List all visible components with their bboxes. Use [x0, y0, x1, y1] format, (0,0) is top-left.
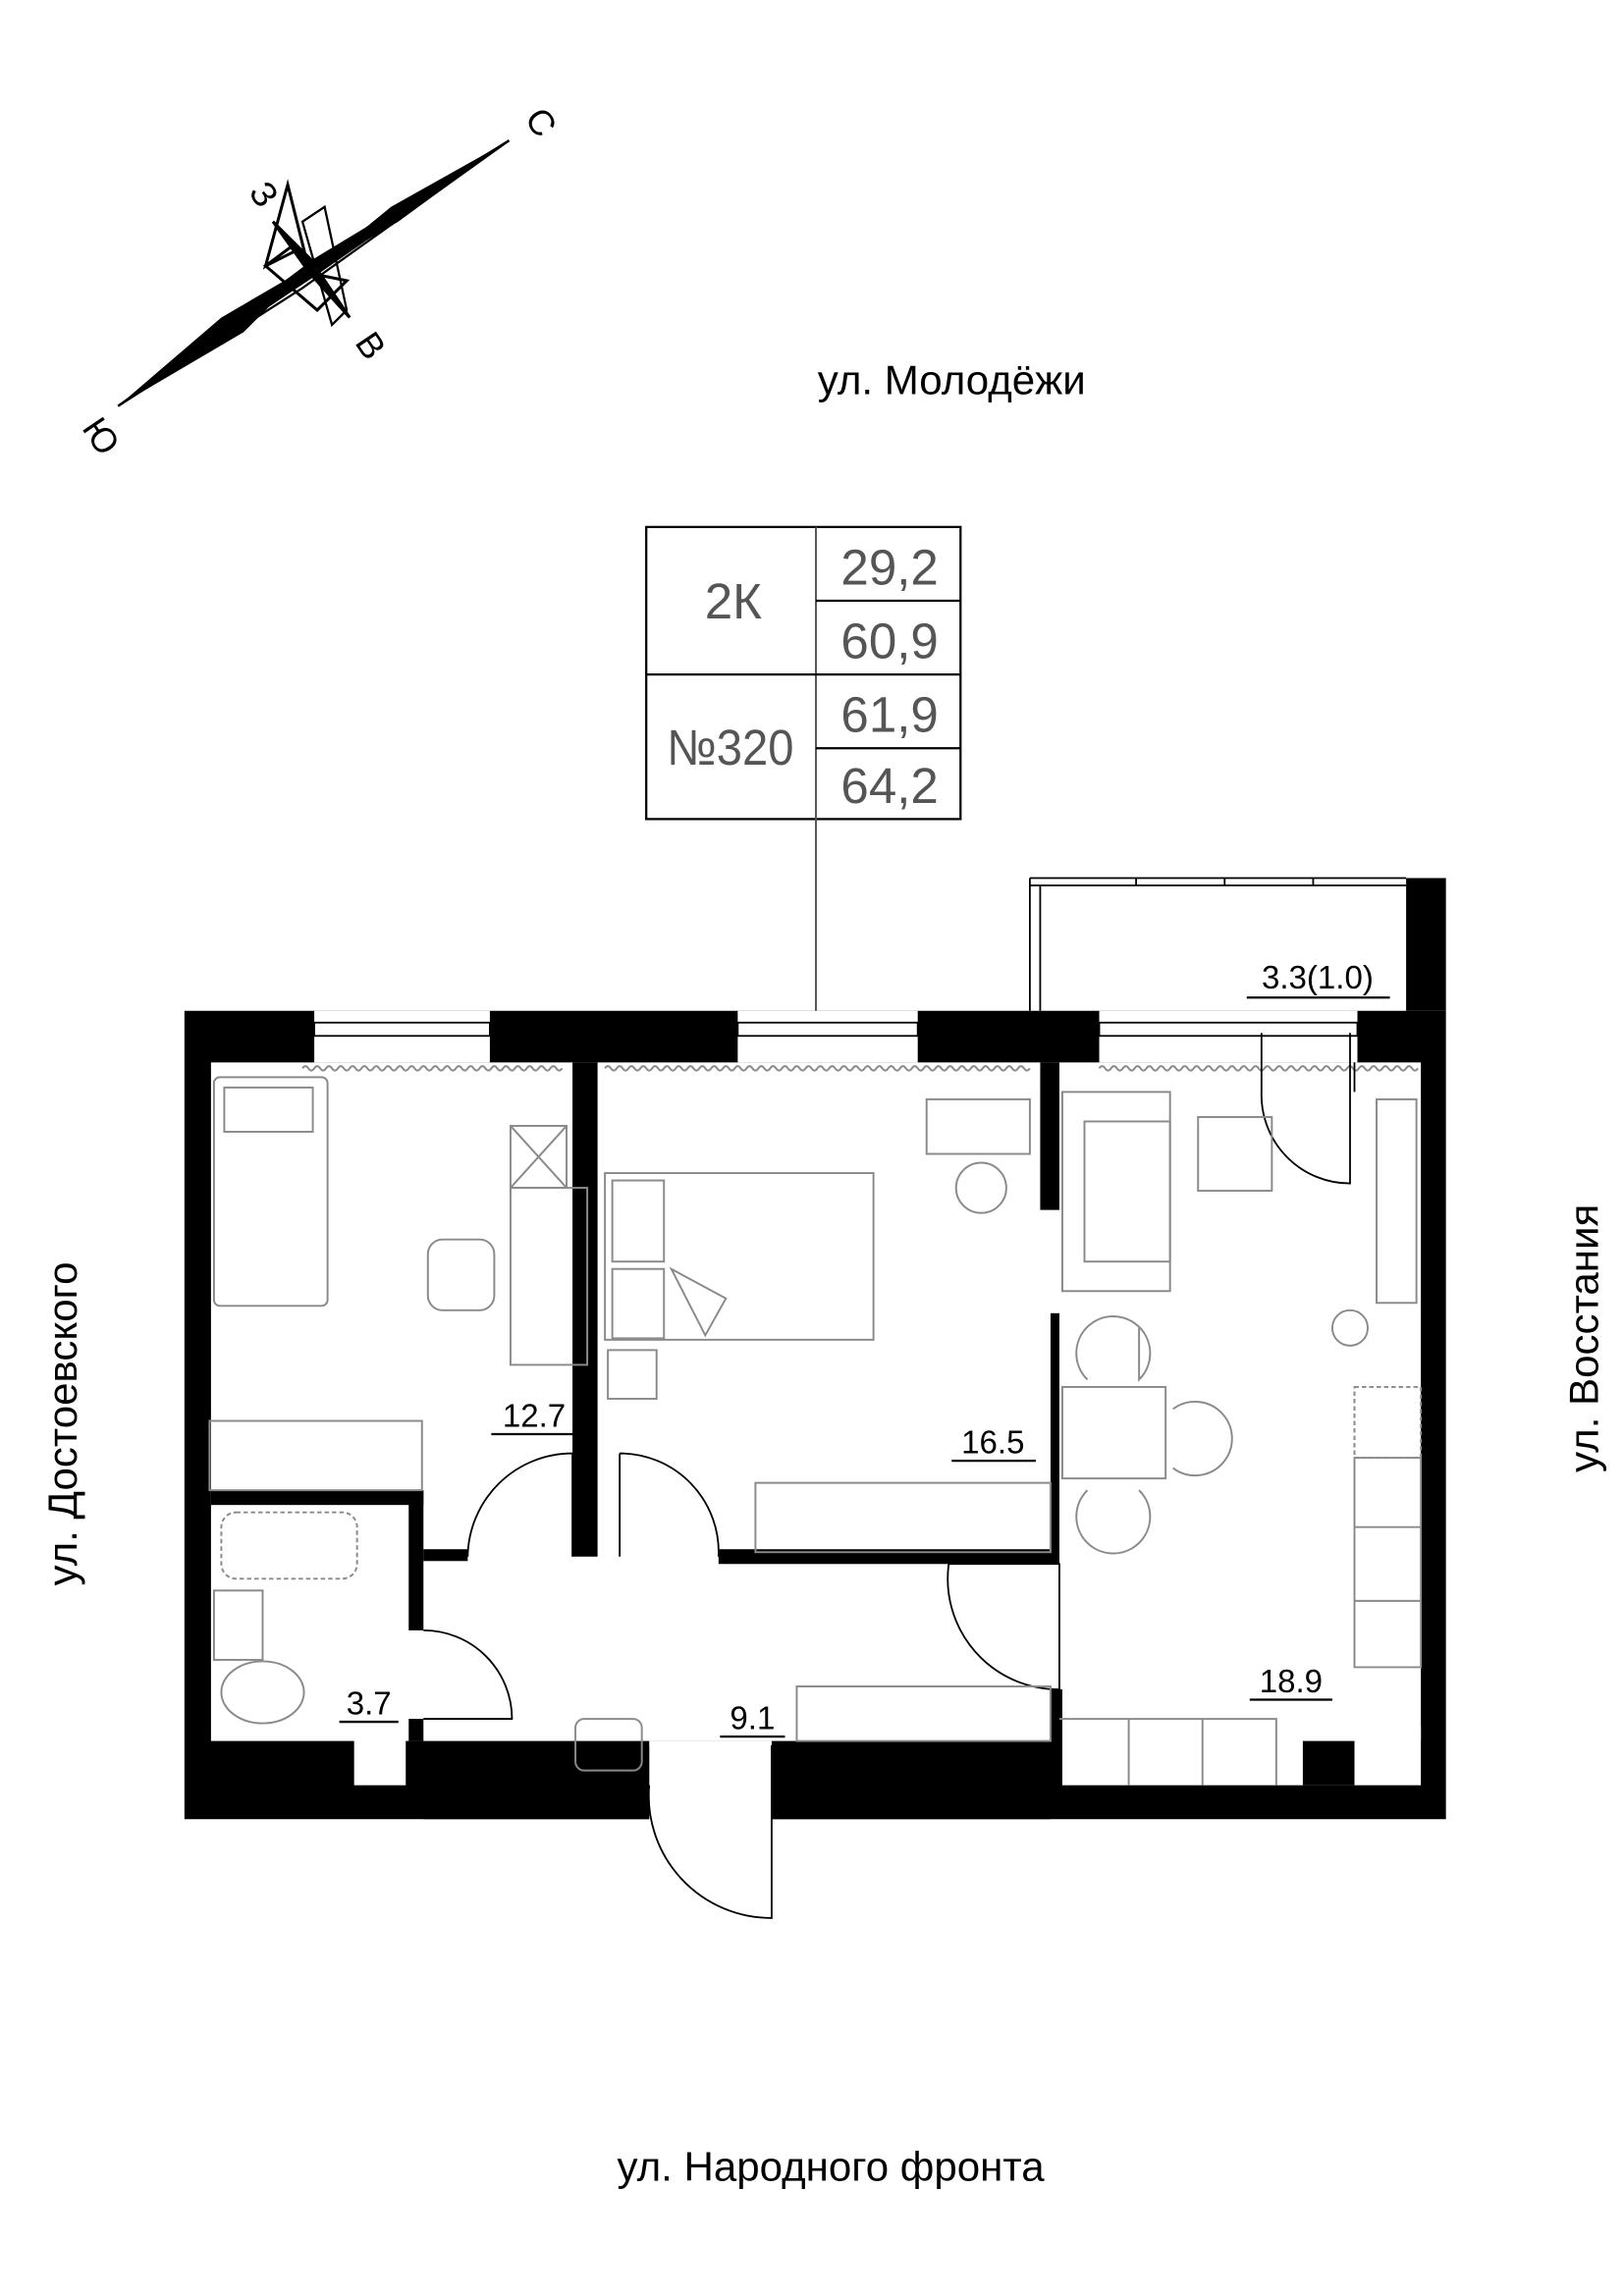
wardrobe-2-icon [754, 1481, 1052, 1554]
area-total: 60,9 [840, 614, 938, 669]
curtain-room-1 [301, 1065, 564, 1072]
street-top: ул. Молодёжи [818, 357, 1086, 403]
coffee-table-icon [1197, 1115, 1273, 1193]
furniture [208, 1076, 1423, 1786]
kitchen-counter-icon [1353, 1457, 1423, 1669]
dining-table-icon [1060, 1385, 1167, 1480]
hall-pouf-icon [574, 1718, 643, 1772]
street-bottom: ул. Народного фронта [617, 2143, 1045, 2189]
apartment-number: №320 [667, 720, 793, 775]
room-count: 2К [705, 573, 762, 629]
sink-icon [212, 1589, 264, 1661]
compass-south-label: Ю [75, 410, 128, 462]
bed-single-icon [212, 1076, 329, 1308]
area-balcony: 3.3(1.0) [1262, 960, 1374, 996]
area-bedroom-2: 16.5 [961, 1425, 1024, 1462]
windows [313, 877, 1407, 1038]
stool-icon [954, 1161, 1007, 1214]
compass-rose-icon: С З В Ю [75, 100, 565, 462]
room-labels: 12.7 16.5 18.9 3.7 9.1 3.3(1.0) [339, 960, 1390, 1738]
apartment-info-box: 2К №320 29,2 60,9 61,9 64,2 [645, 525, 962, 1104]
double-bed-icon [604, 1172, 875, 1341]
area-with-balcony: 61,9 [840, 687, 938, 743]
area-bedroom-1: 12.7 [503, 1399, 566, 1435]
wardrobe-icon [208, 1419, 423, 1492]
street-right: ул. Восстания [1560, 1204, 1606, 1472]
shaft-icon [509, 1124, 568, 1190]
tv-stand-icon [1376, 1097, 1418, 1305]
walls [184, 878, 1446, 1823]
area-hall: 9.1 [730, 1701, 775, 1737]
nightstand-icon [607, 1349, 658, 1400]
doors [423, 1033, 1356, 1919]
street-left: ул. Достоевского [39, 1262, 85, 1586]
bathtub-icon [220, 1511, 358, 1580]
plant-icon [1330, 1308, 1370, 1347]
chair-icon [426, 1238, 496, 1311]
dresser-icon [925, 1097, 1031, 1155]
compass-north-label: С [517, 100, 566, 144]
area-total-full: 64,2 [840, 758, 938, 814]
area-living: 29,2 [840, 539, 938, 595]
area-living-kitchen: 18.9 [1260, 1664, 1323, 1700]
toilet-icon [220, 1660, 305, 1725]
curtain-room-2 [604, 1065, 1031, 1072]
compass-east-label: В [348, 325, 394, 367]
curtain-living [1098, 1065, 1419, 1072]
hall-wardrobe-icon [795, 1685, 1052, 1742]
area-bathroom: 3.7 [347, 1686, 392, 1723]
